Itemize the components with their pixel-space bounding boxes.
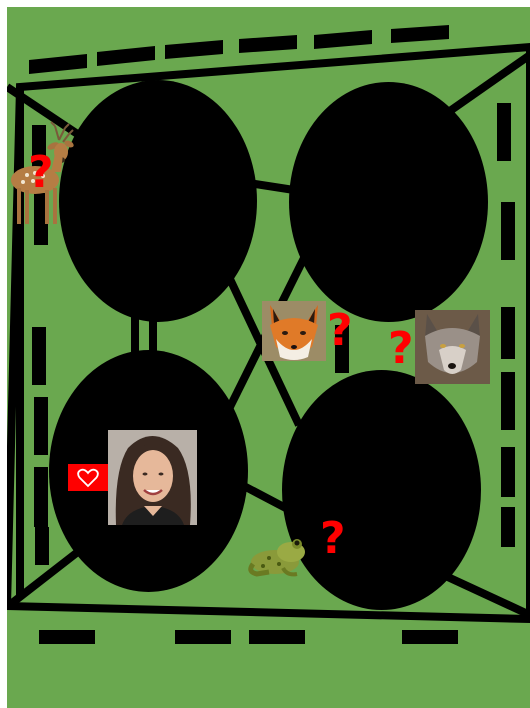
game-board: ? ? ? [7,7,530,708]
fox-icon [262,301,326,361]
player-token[interactable] [108,430,197,525]
dashes-bottom [39,630,458,644]
fox-question-mark: ? [327,309,353,353]
wolf-token[interactable] [415,310,490,384]
cell-top-right[interactable] [289,82,488,322]
heart-icon [77,468,99,488]
cell-top-left[interactable] [59,80,257,322]
diagonal-bottom-right [437,572,530,615]
wolf-question-mark: ? [388,327,414,371]
deer-question-mark: ? [28,151,54,195]
woman-photo [108,430,197,525]
frog-token[interactable] [247,528,309,578]
fox-token[interactable] [262,301,326,361]
heart-badge[interactable] [68,464,108,491]
wolf-icon [415,310,490,384]
dashes-right [497,103,515,547]
frog-icon [247,528,309,578]
cell-bottom-right[interactable] [282,370,481,610]
frog-question-mark: ? [320,517,346,561]
